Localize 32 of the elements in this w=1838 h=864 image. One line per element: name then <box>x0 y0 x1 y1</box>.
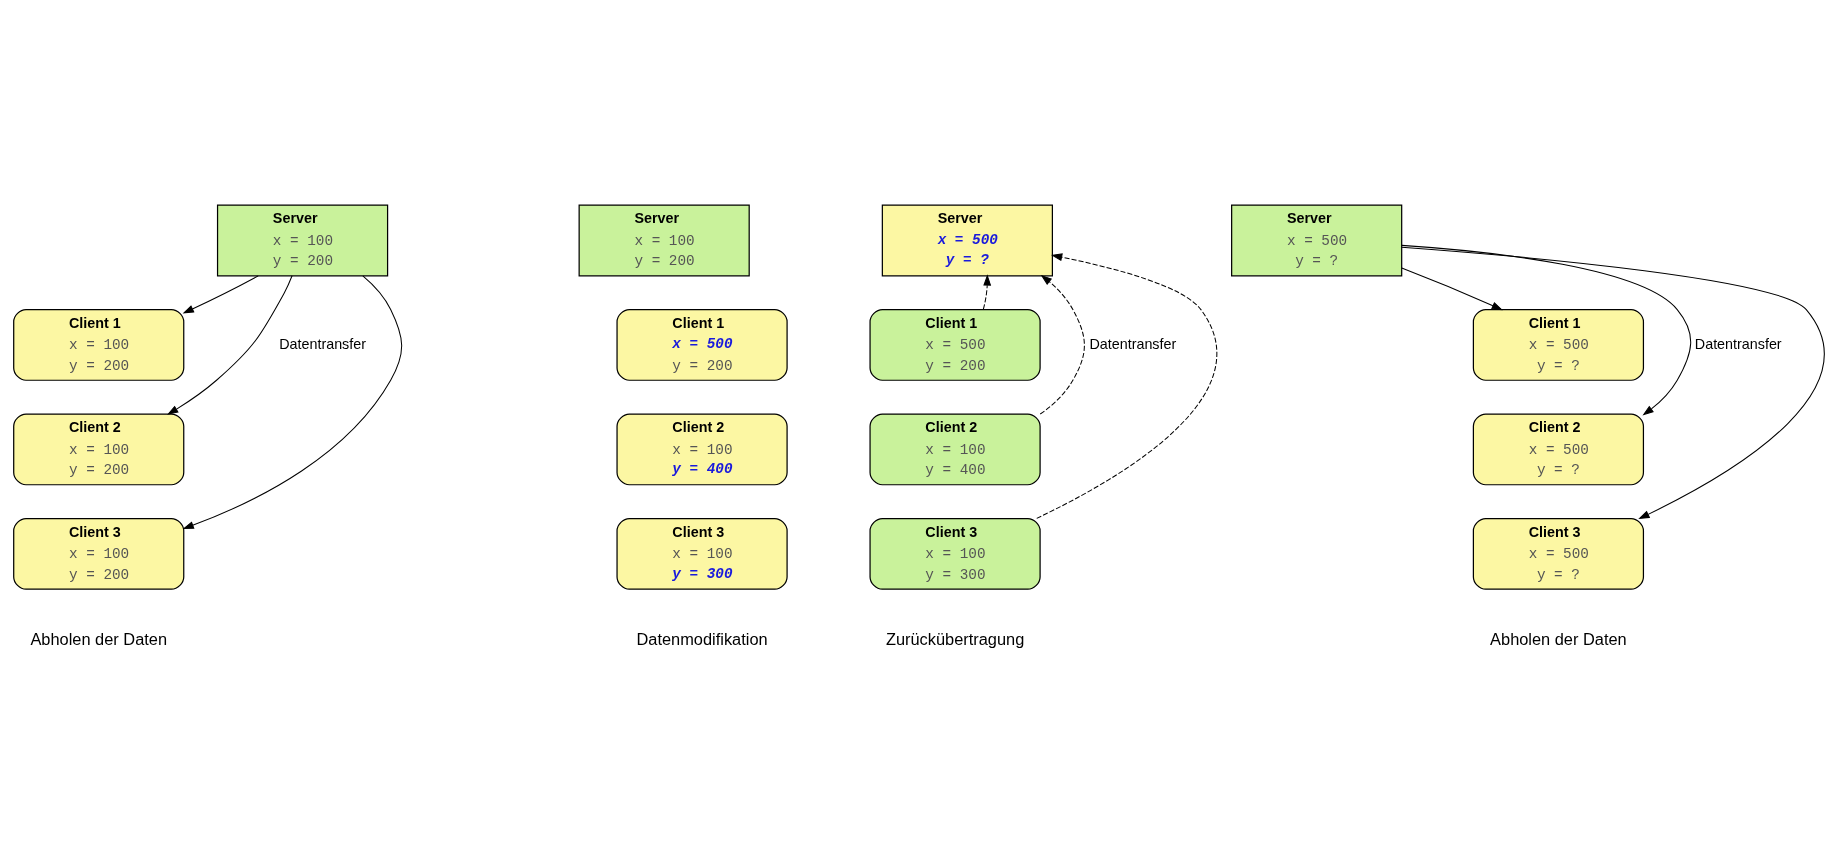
edge-label: Datentransfer <box>1089 335 1177 352</box>
node-box: Server x = 500 y = ? <box>881 204 1053 276</box>
node-box: Client 1 x = 100 y = 200 <box>13 308 185 381</box>
arrow <box>982 273 992 310</box>
node-box: Server x = 100 y = 200 <box>578 204 750 276</box>
node-box: Client 2 x = 100 y = 400 <box>616 412 788 485</box>
arrow <box>1039 274 1085 415</box>
arrow <box>1401 244 1692 415</box>
arrow <box>1036 252 1218 519</box>
node-box: Client 3 x = 100 y = 300 <box>616 517 788 590</box>
label: Abholen der Daten <box>30 629 168 648</box>
arrow <box>182 274 259 313</box>
label: Abholen der Daten <box>1490 629 1627 648</box>
node-box: Client 3 x = 100 y = 200 <box>13 517 185 590</box>
node-box: Client 1 x = 500 y = 200 <box>616 308 788 381</box>
arrow <box>167 274 293 415</box>
node-box: Client 1 x = 500 y = ? <box>1472 308 1645 381</box>
label: Zurückübertragung <box>885 629 1025 648</box>
node-box: Server x = 500 y = ? <box>1231 204 1403 276</box>
node-box: Server x = 100 y = 200 <box>216 204 389 276</box>
arrow <box>182 274 403 529</box>
node-box: Client 2 x = 500 y = ? <box>1472 412 1645 485</box>
node-box: Client 3 x = 100 y = 300 <box>869 517 1041 590</box>
label: Datenmodifikation <box>636 629 768 648</box>
arrow <box>1401 246 1825 519</box>
edge-label: Datentransfer <box>1694 335 1782 352</box>
node-box: Client 3 x = 500 y = ? <box>1472 517 1645 590</box>
node-box: Client 1 x = 500 y = 200 <box>869 308 1041 381</box>
arrow <box>1401 266 1503 310</box>
edge-label: Datentransfer <box>279 335 367 352</box>
node-box: Client 2 x = 100 y = 200 <box>13 412 185 485</box>
node-box: Client 2 x = 100 y = 400 <box>869 412 1041 485</box>
